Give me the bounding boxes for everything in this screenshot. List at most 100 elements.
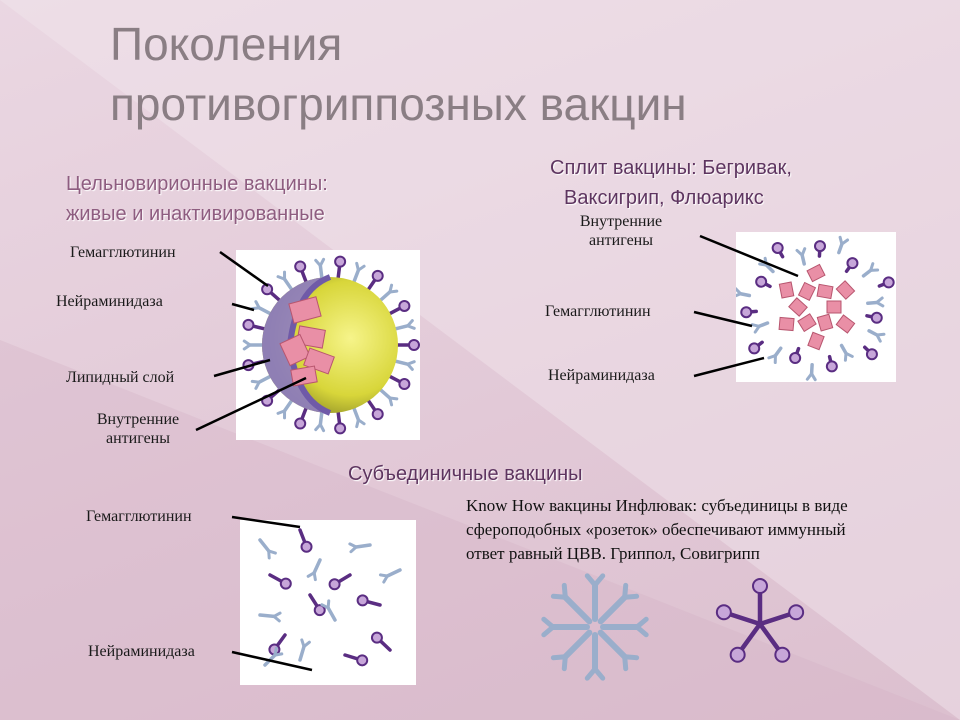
wv-internal-antigens-line2: антигены xyxy=(106,430,170,447)
hemagglutinin-rosette-arm xyxy=(597,594,628,625)
internal-antigen-fragment xyxy=(807,331,825,351)
neuraminidase-rosette-head xyxy=(774,646,791,663)
split-internal-antigens-line1: Внутренние xyxy=(579,213,663,230)
hemagglutinin-branch xyxy=(875,300,885,308)
hemagglutinin-rosette-branch xyxy=(550,654,568,661)
hemagglutinin-branch xyxy=(242,339,252,347)
hemagglutinin-rosette-arm xyxy=(597,629,628,660)
hemagglutinin-branch xyxy=(388,396,394,407)
hemagglutinin-stalk xyxy=(282,277,295,293)
neuraminidase-head xyxy=(408,339,420,351)
hemagglutinin-stalk xyxy=(385,568,402,578)
neuraminidase-head xyxy=(356,594,369,607)
hemagglutinin-rosette-branch xyxy=(592,573,606,588)
hemagglutinin-rosette-branch xyxy=(622,593,640,600)
hemagglutinin-stalk xyxy=(258,613,276,619)
neuraminidase-head xyxy=(294,260,307,273)
neuraminidase-head xyxy=(371,408,384,421)
internal-antigen-fragment xyxy=(797,281,817,302)
neuraminidase-rosette-head xyxy=(729,646,746,663)
neuraminidase-head xyxy=(370,631,383,644)
hemagglutinin-stalk xyxy=(258,538,271,553)
neuraminidase-head xyxy=(242,359,255,372)
neuraminidase-head xyxy=(814,240,827,253)
neuraminidase-head xyxy=(300,540,313,553)
subunit-hemagglutinin-label: Гемагглютинин xyxy=(86,508,192,525)
neuraminidase-head xyxy=(328,578,341,591)
internal-antigen-fragment xyxy=(835,314,856,334)
neuraminidase-head xyxy=(748,342,761,355)
split-vaccine-illustration xyxy=(736,232,896,382)
split-heading-1: Сплит вакцины: Бегривак, xyxy=(550,157,792,179)
hemagglutinin-branch xyxy=(254,300,261,310)
hemagglutinin-rosette-arm xyxy=(562,594,593,625)
hemagglutinin-rosette-arm xyxy=(562,629,593,660)
hemagglutinin-branch xyxy=(840,238,850,246)
neuraminidase-head xyxy=(882,276,895,289)
hemagglutinin-branch xyxy=(750,323,761,328)
neuraminidase-rosette-head xyxy=(752,578,768,594)
split-neuraminidase-label: Нейраминидаза xyxy=(548,367,655,384)
internal-antigen-fragment xyxy=(816,313,834,332)
neuraminidase-head xyxy=(356,654,369,667)
subunit-heading: Субъединичные вакцины xyxy=(348,463,583,485)
neuraminidase-head xyxy=(279,577,292,590)
internal-antigen-fragment xyxy=(826,300,842,314)
neuraminidase-head xyxy=(870,311,883,324)
hemagglutinin-rosette xyxy=(541,573,649,681)
subunit-description-line2: сфероподобных «розеток» обеспечивают имм… xyxy=(466,520,846,539)
hemagglutinin-rosette-branch xyxy=(634,624,649,638)
neuraminidase-head xyxy=(846,257,859,270)
split-heading-2: Ваксигрип, Флюарикс xyxy=(564,187,764,209)
hemagglutinin-stalk xyxy=(377,387,392,400)
hemagglutinin-stalk xyxy=(263,653,277,667)
hemagglutinin-branch xyxy=(378,573,389,578)
internal-antigen-fragment xyxy=(797,313,817,333)
subunit-illustration xyxy=(240,520,416,685)
hemagglutinin-branch xyxy=(318,257,326,268)
neuraminidase-head xyxy=(334,255,347,268)
internal-antigen-fragment xyxy=(778,281,795,299)
hemagglutinin-branch xyxy=(763,256,769,267)
hemagglutinin-stalk xyxy=(377,290,392,303)
neuraminidase-head xyxy=(755,275,768,288)
subunit-description-line3: ответ равный ЦВВ. Гриппол, Совигрипп xyxy=(466,544,760,563)
neuraminidase-head xyxy=(261,394,274,407)
hemagglutinin-branch xyxy=(736,287,743,296)
hemagglutinin-branch xyxy=(273,652,284,657)
neuraminidase-head xyxy=(825,360,838,373)
split-internal-antigens-line2: антигены xyxy=(589,232,653,249)
split-internal-antigens-label: Внутренние антигены xyxy=(566,212,676,250)
hemagglutinin-stalk xyxy=(282,397,295,413)
neuraminidase-head xyxy=(789,352,802,365)
neuraminidase-head xyxy=(371,269,384,282)
hemagglutinin-branch xyxy=(800,247,807,257)
hemagglutinin-stalk xyxy=(318,408,324,427)
internal-antigen-fragment xyxy=(788,297,808,317)
hemagglutinin-branch xyxy=(348,542,358,549)
neuraminidase-head xyxy=(740,306,753,319)
hemagglutinin-stalk xyxy=(312,558,322,575)
wv-hemagglutinin-label: Гемагглютинин xyxy=(70,244,176,261)
hemagglutinin-stalk xyxy=(257,373,274,384)
hemagglutinin-branch xyxy=(406,362,414,371)
internal-antigen-fragment xyxy=(816,283,834,300)
title-line-1: Поколения xyxy=(110,18,343,70)
internal-antigen-fragment xyxy=(778,316,795,332)
subunit-description-line1: Know How вакцины Инфлювак: субъединицы в… xyxy=(466,496,848,515)
internal-antigen-fragment xyxy=(835,280,856,300)
hemagglutinin-stalk xyxy=(351,404,361,422)
wv-neuraminidase-label: Нейраминидаза xyxy=(56,293,163,310)
hemagglutinin-branch xyxy=(272,614,281,623)
hemagglutinin-branch xyxy=(388,289,399,294)
neuraminidase-rosette-head xyxy=(788,604,805,621)
neuraminidase-head xyxy=(865,348,878,361)
split-hemagglutinin-label: Гемагглютинин xyxy=(545,303,651,320)
hemagglutinin-branch xyxy=(805,372,814,381)
subunit-description: Know How вакцины Инфлювак: субъединицы в… xyxy=(466,494,954,566)
neuraminidase-head xyxy=(398,378,411,391)
neuraminidase-head xyxy=(294,417,307,430)
neuraminidase-head xyxy=(261,283,274,296)
hemagglutinin-rosette-branch xyxy=(561,582,568,600)
hemagglutinin-branch xyxy=(875,333,882,343)
